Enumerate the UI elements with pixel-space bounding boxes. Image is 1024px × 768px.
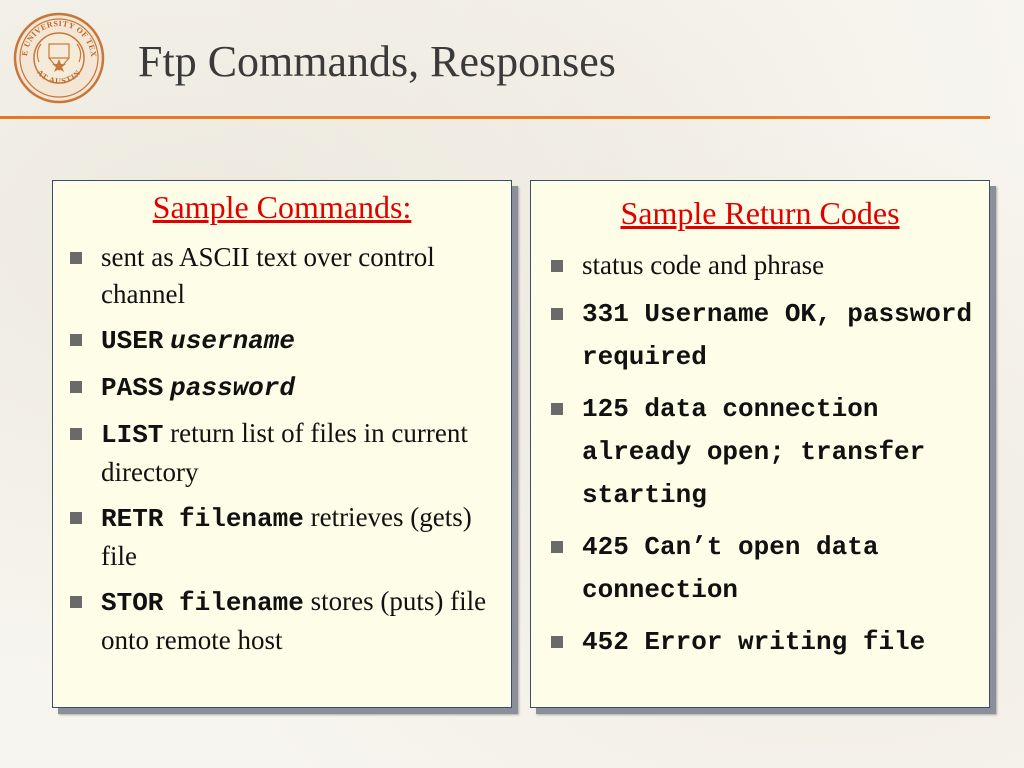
list-item: PASS password xyxy=(70,368,510,407)
commands-panel: Sample Commands: sent as ASCII text over… xyxy=(52,180,512,708)
list-item: 125 data connection already open; transf… xyxy=(551,387,987,516)
list-item-text: status code and phrase xyxy=(582,250,825,280)
command-name: USER xyxy=(101,326,164,356)
list-item: 452 Error writing file xyxy=(551,620,987,663)
return-codes-panel: Sample Return Codes status code and phra… xyxy=(530,180,990,708)
return-code: 331 Username OK, password required xyxy=(582,299,973,372)
return-codes-list: status code and phrase 331 Username OK, … xyxy=(551,247,987,672)
bullet-square-icon xyxy=(70,381,82,393)
bullet-square-icon xyxy=(551,636,563,648)
list-item: LIST return list of files in current dir… xyxy=(70,415,510,491)
bullet-square-icon xyxy=(551,260,563,272)
bullet-square-icon xyxy=(551,403,563,415)
command-name: LIST xyxy=(101,420,164,450)
command-argument: password xyxy=(170,373,295,403)
command-description: return list of files in current director… xyxy=(101,418,468,487)
bullet-square-icon xyxy=(70,252,82,264)
list-item: STOR filename stores (puts) file onto re… xyxy=(70,583,510,659)
bullet-square-icon xyxy=(551,541,563,553)
list-item: USER username xyxy=(70,321,510,360)
return-codes-heading: Sample Return Codes xyxy=(620,195,900,231)
command-name: PASS xyxy=(101,373,164,403)
bullet-square-icon xyxy=(70,428,82,440)
command-name: RETR filename xyxy=(101,504,304,534)
list-item: status code and phrase xyxy=(551,247,987,283)
return-code: 425 Can’t open data connection xyxy=(582,532,879,605)
command-name: STOR filename xyxy=(101,588,304,618)
bullet-square-icon xyxy=(70,334,82,346)
command-description: retrieves (gets) file xyxy=(101,502,472,571)
commands-heading: Sample Commands: xyxy=(152,189,412,225)
university-seal-icon: THE UNIVERSITY OF TEXAS AT AUSTIN xyxy=(10,5,105,104)
list-item: 425 Can’t open data connection xyxy=(551,525,987,611)
list-item: sent as ASCII text over control channel xyxy=(70,239,510,313)
list-item: 331 Username OK, password required xyxy=(551,292,987,378)
title-divider xyxy=(0,116,990,119)
bullet-square-icon xyxy=(70,596,82,608)
return-code: 452 Error writing file xyxy=(582,627,926,657)
command-description: stores (puts) file onto remote host xyxy=(101,586,487,655)
bullet-square-icon xyxy=(70,512,82,524)
return-code: 125 data connection already open; transf… xyxy=(582,394,926,510)
bullet-square-icon xyxy=(551,308,563,320)
commands-list: sent as ASCII text over control channel … xyxy=(70,239,510,667)
list-item: RETR filename retrieves (gets) file xyxy=(70,499,510,575)
list-item-text: sent as ASCII text over control channel xyxy=(101,242,435,309)
command-argument: username xyxy=(170,326,295,356)
slide-title: Ftp Commands, Responses xyxy=(138,37,616,86)
